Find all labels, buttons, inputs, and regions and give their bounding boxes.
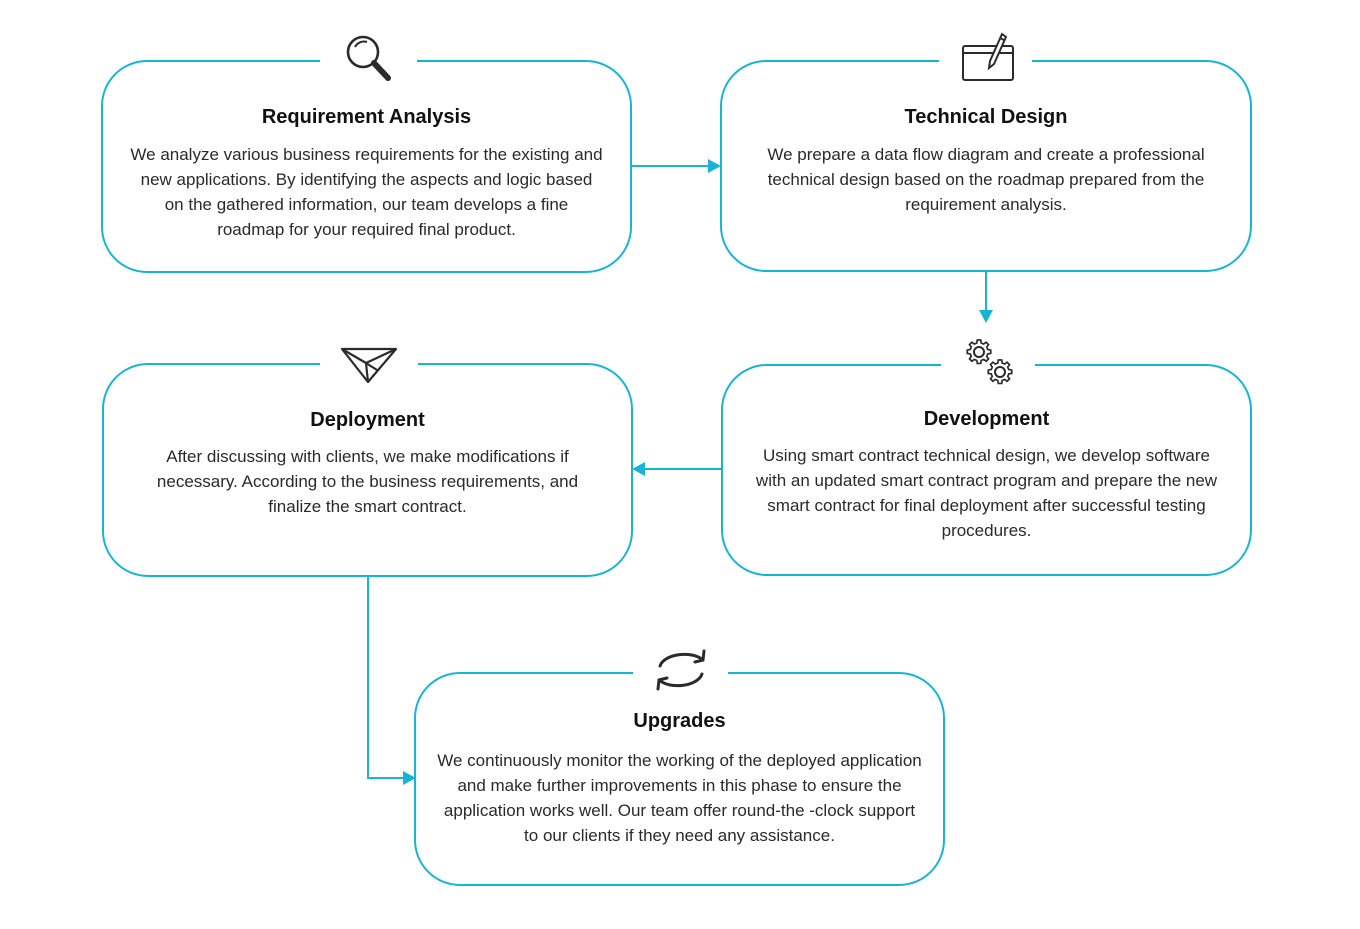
paper-plane-icon — [339, 333, 399, 389]
step-card-requirement-analysis: Requirement Analysis We analyze various … — [101, 35, 632, 273]
gears-icon — [959, 334, 1019, 390]
arrowhead-left — [632, 462, 645, 476]
arrowhead-right-2 — [403, 771, 416, 785]
step-card-upgrades: Upgrades We continuously monitor the wor… — [414, 649, 945, 886]
arrowhead-right-1 — [708, 159, 721, 173]
step-title: Requirement Analysis — [261, 106, 472, 128]
refresh-icon — [651, 642, 711, 698]
step-title: Development — [923, 408, 1050, 430]
step-card-development: Development Using smart contract technic… — [721, 339, 1252, 576]
step-title: Upgrades — [633, 710, 726, 732]
step-description: We prepare a data flow diagram and creat… — [767, 145, 1205, 214]
step-description: We continuously monitor the working of t… — [437, 751, 922, 845]
step-title: Technical Design — [904, 106, 1068, 128]
magnifier-icon — [338, 30, 398, 86]
step-card-technical-design: Technical Design We prepare a data flow … — [720, 32, 1252, 272]
step-card-deployment: Deployment After discussing with clients… — [102, 347, 633, 577]
step-description: We analyze various business requirements… — [130, 145, 603, 239]
connector-deployment-to-upgrades — [367, 576, 404, 779]
arrowhead-down — [979, 310, 993, 323]
step-description: Using smart contract technical design, w… — [755, 446, 1218, 540]
step-title: Deployment — [310, 409, 425, 431]
design-pen-icon — [958, 30, 1018, 86]
step-description: After discussing with clients, we make m… — [156, 447, 579, 516]
